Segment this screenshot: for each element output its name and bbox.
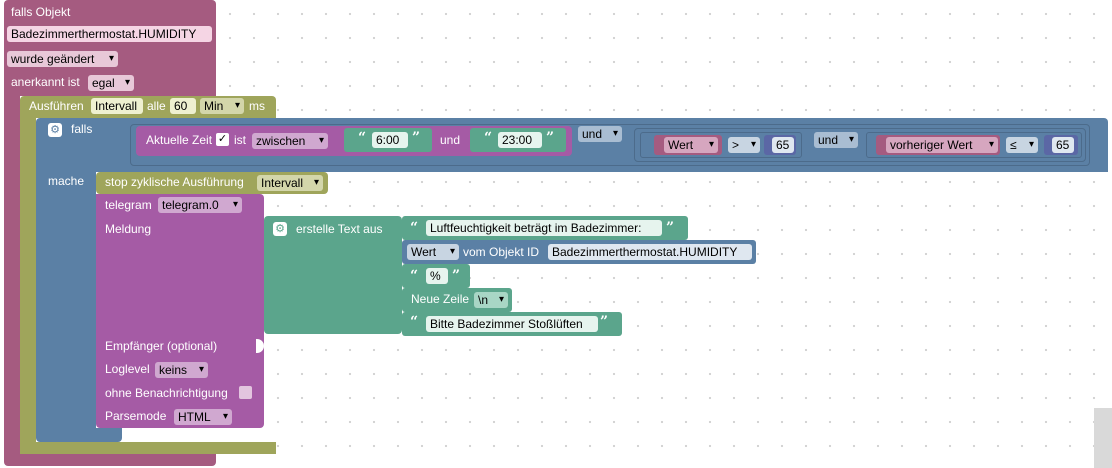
telegram-label: telegram: [105, 198, 152, 212]
recipient-label: Empfänger (optional): [105, 339, 218, 353]
if-label: falls: [71, 122, 93, 136]
interval-suffix: ms: [249, 99, 265, 113]
telegram-instance-dropdown[interactable]: telegram.0: [158, 197, 242, 213]
do-label: mache: [48, 174, 85, 188]
text-item-3-field[interactable]: %: [426, 268, 448, 284]
and-operator-dropdown[interactable]: und: [578, 126, 622, 142]
message-label: Meldung: [105, 222, 152, 236]
interval-bottom: [20, 442, 276, 454]
loglevel-label: Loglevel: [105, 362, 150, 376]
interval-unit-dropdown[interactable]: Min: [200, 98, 244, 114]
time-end-field[interactable]: 23:00: [498, 132, 542, 148]
newline-dropdown[interactable]: \n: [474, 292, 508, 308]
telegram-block[interactable]: [96, 194, 264, 428]
quote-close-icon: ”: [600, 314, 609, 330]
trigger-label: falls Objekt: [11, 5, 71, 19]
stop-label: stop zyklische Ausführung: [105, 175, 244, 189]
text-item-5-field[interactable]: Bitte Badezimmer Stoßlüften: [426, 316, 598, 332]
from-object-label: vom Objekt ID: [463, 245, 540, 259]
trigger-block-bottom: [4, 452, 216, 466]
silent-checkbox-icon[interactable]: [239, 386, 252, 399]
loglevel-dropdown[interactable]: keins: [155, 362, 208, 378]
text-item-1-field[interactable]: Luftfeuchtigkeit beträgt im Badezimmer:: [426, 220, 662, 236]
time-label: Aktuelle Zeit: [146, 133, 213, 147]
recipient-input-notch[interactable]: [256, 339, 264, 353]
workspace-trashcan[interactable]: [1094, 408, 1112, 468]
object-id-field[interactable]: Badezimmerthermostat.HUMIDITY: [7, 26, 212, 42]
interval-every-label: alle: [147, 99, 166, 113]
change-type-dropdown[interactable]: wurde geändert: [7, 51, 118, 67]
cond1-op-dropdown[interactable]: >: [728, 137, 760, 153]
text-join-block[interactable]: [264, 216, 402, 334]
quote-open-icon: “: [410, 220, 419, 236]
quote-close-icon: ”: [546, 130, 555, 146]
time-start-field[interactable]: 6:00: [372, 132, 408, 148]
interval-label: Ausführen: [29, 99, 84, 113]
if-statement-arm: [36, 172, 96, 430]
parsemode-label: Parsemode: [105, 409, 167, 423]
stop-interval-dropdown[interactable]: Intervall: [257, 175, 323, 191]
if-bottom: [36, 428, 122, 442]
checkbox-icon[interactable]: ✓: [216, 133, 229, 146]
compare-dropdown[interactable]: zwischen: [252, 133, 328, 149]
value-type-dropdown[interactable]: Wert: [407, 244, 459, 260]
interval-name-field[interactable]: Intervall: [91, 98, 143, 114]
quote-open-icon: “: [410, 268, 419, 284]
parsemode-dropdown[interactable]: HTML: [174, 409, 232, 425]
text-join-gear-icon[interactable]: ⚙: [273, 222, 287, 236]
if-gear-icon[interactable]: ⚙: [48, 123, 62, 137]
interval-amount-field[interactable]: 60: [170, 98, 196, 114]
trigger-block-statement-arm: [4, 96, 20, 456]
cond2-left-dropdown[interactable]: vorheriger Wert: [886, 137, 998, 153]
cond2-op-dropdown[interactable]: ≤: [1006, 137, 1038, 153]
newline-label: Neue Zeile: [411, 292, 470, 306]
ack-dropdown[interactable]: egal: [88, 75, 134, 91]
cond1-left-dropdown[interactable]: Wert: [664, 137, 718, 153]
text-join-label: erstelle Text aus: [296, 222, 383, 236]
cond1-right-field[interactable]: 65: [772, 137, 794, 153]
object-id-field-2[interactable]: Badezimmerthermostat.HUMIDITY: [548, 244, 752, 260]
quote-open-icon: “: [484, 130, 493, 146]
and-label: und: [440, 133, 461, 147]
quote-close-icon: ”: [452, 268, 461, 284]
quote-open-icon: “: [358, 130, 367, 146]
and-operator-dropdown-2[interactable]: und: [814, 132, 858, 148]
cond2-right-field[interactable]: 65: [1052, 137, 1074, 153]
ist-label: ist: [234, 133, 246, 147]
quote-close-icon: ”: [412, 130, 421, 146]
silent-label: ohne Benachrichtigung: [105, 386, 228, 400]
quote-close-icon: ”: [666, 220, 675, 236]
ack-label: anerkannt ist: [11, 75, 80, 89]
quote-open-icon: “: [410, 314, 419, 330]
interval-statement-arm: [20, 118, 36, 454]
